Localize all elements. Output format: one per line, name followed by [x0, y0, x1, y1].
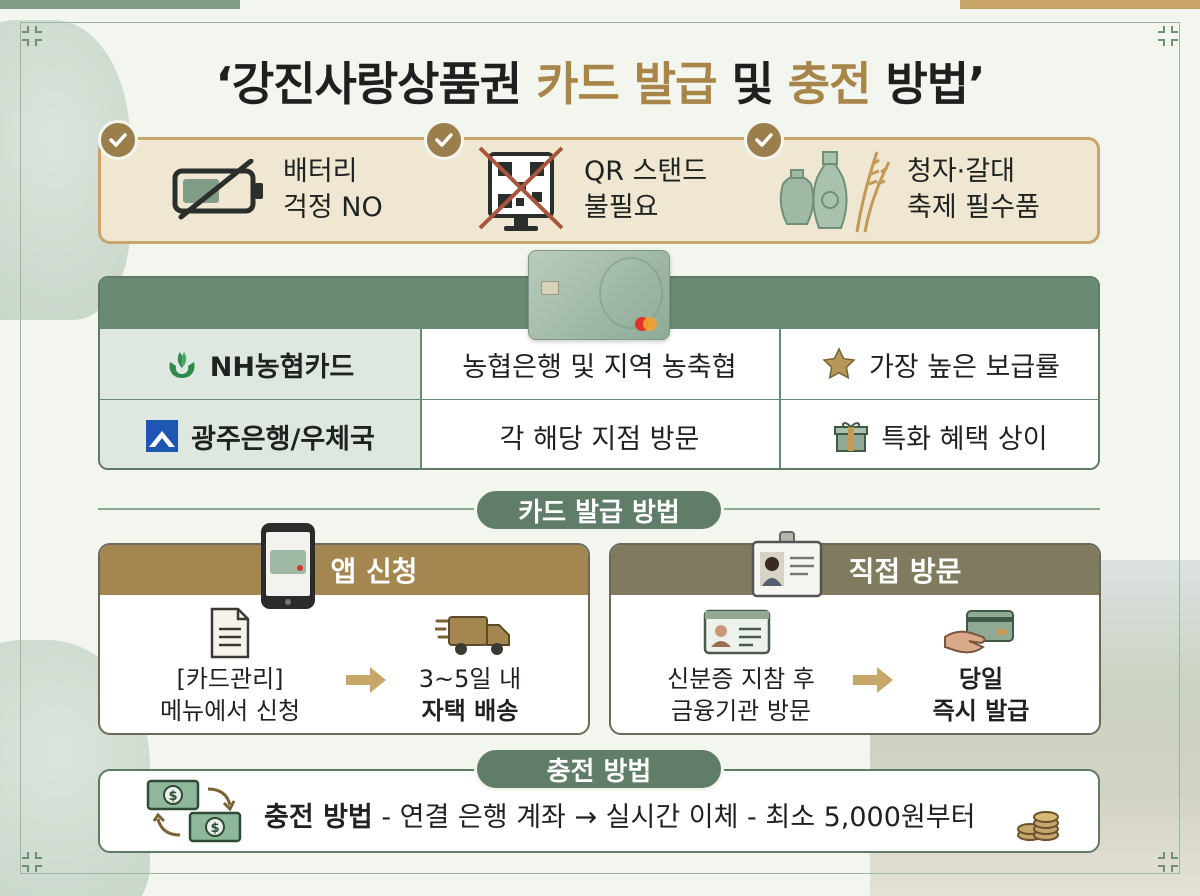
svg-text:$: $ [168, 789, 177, 804]
benefit-label: 배터리 걱정 NO [283, 156, 383, 223]
app-apply-panel: 앱 신청 [카드관리] 메뉴에서 신청 3~5일 내 자택 배송 [98, 543, 590, 735]
star-icon [822, 347, 856, 380]
bank-place-cell: 각 해당 지점 방문 [499, 423, 700, 455]
id-card-icon [703, 609, 771, 655]
card-chip-icon [541, 281, 559, 295]
table-row: NH농협카드 농협은행 및 지역 농축협 가장 높은 보급률 [100, 328, 1098, 399]
corner-ornament-icon [1154, 848, 1182, 876]
card-in-hand-icon [944, 610, 1014, 654]
document-icon [210, 607, 250, 659]
delivery-truck-icon [435, 616, 510, 655]
smartphone-icon [261, 523, 315, 609]
bank-name-cell: 광주은행/우체국 [100, 400, 420, 468]
benefit-label: 청자·갈대 축제 필수품 [907, 156, 1040, 223]
gift-icon [834, 422, 869, 452]
nh-logo-icon [169, 352, 195, 378]
benefit-qr: QR 스탠드 불필요 [476, 140, 707, 240]
svg-text:$: $ [210, 821, 219, 836]
page-title: ‘강진사랑상품권 카드 발급 및 충전 방법’ [0, 48, 1200, 114]
app-step2-text: 3~5일 내 자택 배송 [418, 665, 522, 725]
bank-place-cell: 농협은행 및 지역 농축협 [462, 351, 737, 383]
panel-title: 직접 방문 [611, 545, 1099, 595]
visit-step1-text: 신분증 지참 후 금융기관 방문 [667, 665, 815, 725]
benefits-strip: 배터리 걱정 NO QR 스탠드 불필요 [98, 137, 1100, 244]
check-icon [744, 120, 784, 160]
top-gold-bar [960, 0, 1200, 9]
corner-ornament-icon [18, 848, 46, 876]
coins-icon [1017, 811, 1059, 841]
decorative-frame [20, 22, 1180, 874]
visit-step2-text: 당일 즉시 발급 [932, 665, 1030, 725]
arrow-right-icon [346, 667, 386, 693]
title-accent-issue: 카드 발급 [536, 57, 717, 111]
title-accent-charge: 충전 [787, 57, 872, 111]
top-green-bar [0, 0, 240, 9]
check-icon [98, 120, 138, 160]
id-badge-icon [751, 531, 823, 598]
card-pattern-icon [599, 257, 663, 329]
section-pill-issue: 카드 발급 방법 [474, 488, 724, 532]
battery-crossed-icon [172, 159, 263, 220]
table-row: 광주은행/우체국 각 해당 지점 방문 특화 혜택 상이 [100, 399, 1098, 468]
title-text-and: 및 [716, 57, 788, 111]
title-text-method: 방법’ [870, 57, 985, 111]
corner-ornament-icon [18, 22, 46, 50]
benefit-label: QR 스탠드 불필요 [584, 156, 708, 223]
benefit-battery: 배터리 걱정 NO [171, 140, 383, 240]
app-step1-text: [카드관리] 메뉴에서 신청 [159, 665, 301, 725]
arrow-right-icon [853, 667, 893, 693]
corner-ornament-icon [1154, 22, 1182, 50]
panel-title: 앱 신청 [100, 545, 588, 595]
check-icon [424, 120, 464, 160]
title-text: ‘강진사랑상품권 [215, 57, 537, 111]
bank-name-cell: NH농협카드 [100, 329, 420, 399]
bank-note-cell: 가장 높은 보급률 [779, 329, 1098, 399]
bank-note-cell: 특화 혜택 상이 [779, 400, 1098, 468]
issuing-banks-table: NH농협카드 농협은행 및 지역 농축협 가장 높은 보급률 광주은행/우체국 … [98, 276, 1100, 470]
card-image [528, 250, 670, 340]
kwangju-bank-logo-icon [146, 420, 179, 452]
qr-stand-crossed-icon [478, 146, 564, 231]
charge-description: 충전 방법 - 연결 은행 계좌 → 실시간 이체 - 최소 5,000원부터 [264, 802, 976, 833]
benefit-celadon: 청자·갈대 축제 필수품 [773, 140, 1040, 240]
visit-panel: 직접 방문 신분증 지참 후 금융기관 방문 당일 즉시 발급 [609, 543, 1101, 735]
section-pill-charge: 충전 방법 [474, 747, 724, 791]
money-transfer-icon: $ $ [146, 779, 242, 843]
celadon-reed-icon [779, 151, 891, 233]
